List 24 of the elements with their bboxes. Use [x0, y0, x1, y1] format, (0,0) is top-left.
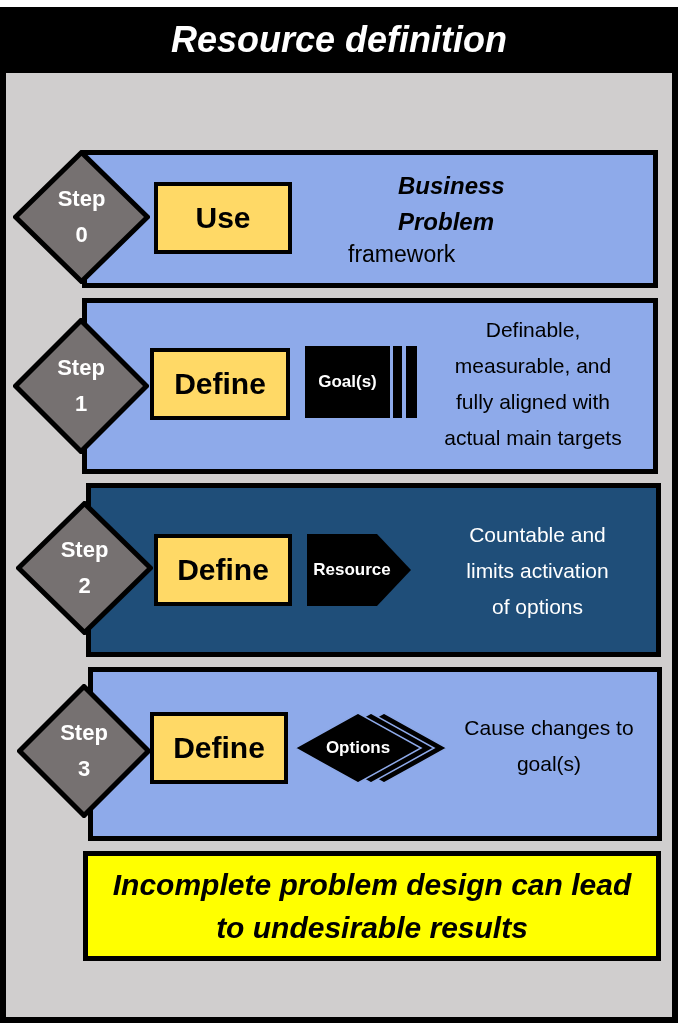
description: Definable, measurable, and fully aligned with actual main targets	[443, 317, 623, 451]
resource-pentagon	[307, 534, 411, 606]
step-diamond	[17, 684, 151, 818]
framework-label: framework	[348, 240, 457, 268]
action-box: Define	[150, 348, 290, 420]
description: Cause changes to goal(s)	[463, 715, 635, 777]
step-label: Step 1	[56, 354, 106, 418]
step-label: Step 3	[59, 719, 109, 783]
step-label: Step 0	[56, 185, 107, 249]
options-diamond-stack	[294, 712, 448, 784]
action-box: Use	[154, 182, 292, 254]
warning-note: Incomplete problem design can lead to undesirable results	[83, 851, 661, 961]
step-diamond	[13, 150, 150, 284]
description: Countable and limits activation of options	[465, 522, 610, 620]
title: Resource definition	[170, 18, 507, 62]
step-label: Step 2	[59, 536, 110, 600]
step-diamond	[16, 501, 153, 635]
resource-label: Resource	[313, 559, 391, 581]
action-box: Define	[154, 534, 292, 606]
step-diamond	[13, 318, 149, 454]
framework-title: Business Problem	[398, 171, 506, 237]
goal-label: Goal(s)	[318, 371, 377, 393]
options-label: Options	[325, 737, 391, 759]
action-box: Define	[150, 712, 288, 784]
